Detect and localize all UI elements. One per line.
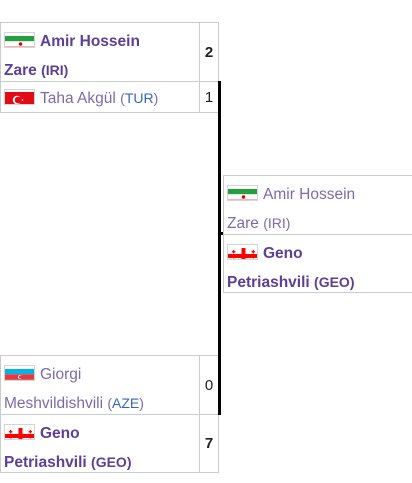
- noc-label: (IRI): [263, 215, 291, 231]
- noc-link[interactable]: GEO: [318, 274, 350, 290]
- flag-turkey-icon: [4, 89, 35, 105]
- noc-label: (TUR): [120, 90, 159, 106]
- flag-iran-icon: [227, 185, 258, 201]
- athlete-link[interactable]: Meshvildishvili: [4, 395, 104, 412]
- noc-link[interactable]: TUR: [124, 90, 154, 106]
- athlete-link[interactable]: Geno: [263, 245, 303, 262]
- noc-label: (GEO): [314, 274, 355, 290]
- noc-link[interactable]: IRI: [267, 215, 286, 231]
- athlete-link[interactable]: Petriashvili: [4, 454, 87, 471]
- bracket-line: [220, 232, 224, 235]
- athlete-link[interactable]: Amir Hossein: [263, 186, 356, 203]
- athlete-link[interactable]: Amir Hossein: [40, 33, 140, 50]
- flag-azerbaijan-icon: [4, 365, 35, 381]
- flag-iran-icon: [4, 32, 35, 48]
- noc-link[interactable]: GEO: [95, 454, 127, 470]
- athlete-link[interactable]: Taha Akgül: [40, 90, 116, 107]
- athlete-cell: Taha Akgül (TUR): [1, 82, 202, 113]
- noc-label: (AZE): [107, 395, 144, 411]
- score-cell: 0: [199, 356, 218, 414]
- score-cell: 7: [199, 415, 218, 472]
- noc-link[interactable]: IRI: [45, 62, 64, 78]
- score-cell: 2: [199, 23, 218, 81]
- noc-link[interactable]: AZE: [112, 395, 140, 411]
- bracket-line: [218, 81, 221, 415]
- athlete-link[interactable]: Petriashvili: [227, 274, 310, 291]
- flag-georgia-icon: [227, 244, 258, 260]
- noc-label: (GEO): [91, 454, 132, 470]
- athlete-link[interactable]: Zare: [4, 62, 37, 79]
- noc-label: (IRI): [41, 62, 69, 78]
- score-cell: 1: [199, 82, 218, 112]
- athlete-link[interactable]: Geno: [40, 425, 80, 442]
- athlete-link[interactable]: Giorgi: [40, 366, 82, 383]
- semifinal-top-loser-row: Taha Akgül (TUR) 1: [0, 81, 219, 113]
- athlete-link[interactable]: Zare: [227, 215, 259, 232]
- flag-georgia-icon: [4, 424, 35, 440]
